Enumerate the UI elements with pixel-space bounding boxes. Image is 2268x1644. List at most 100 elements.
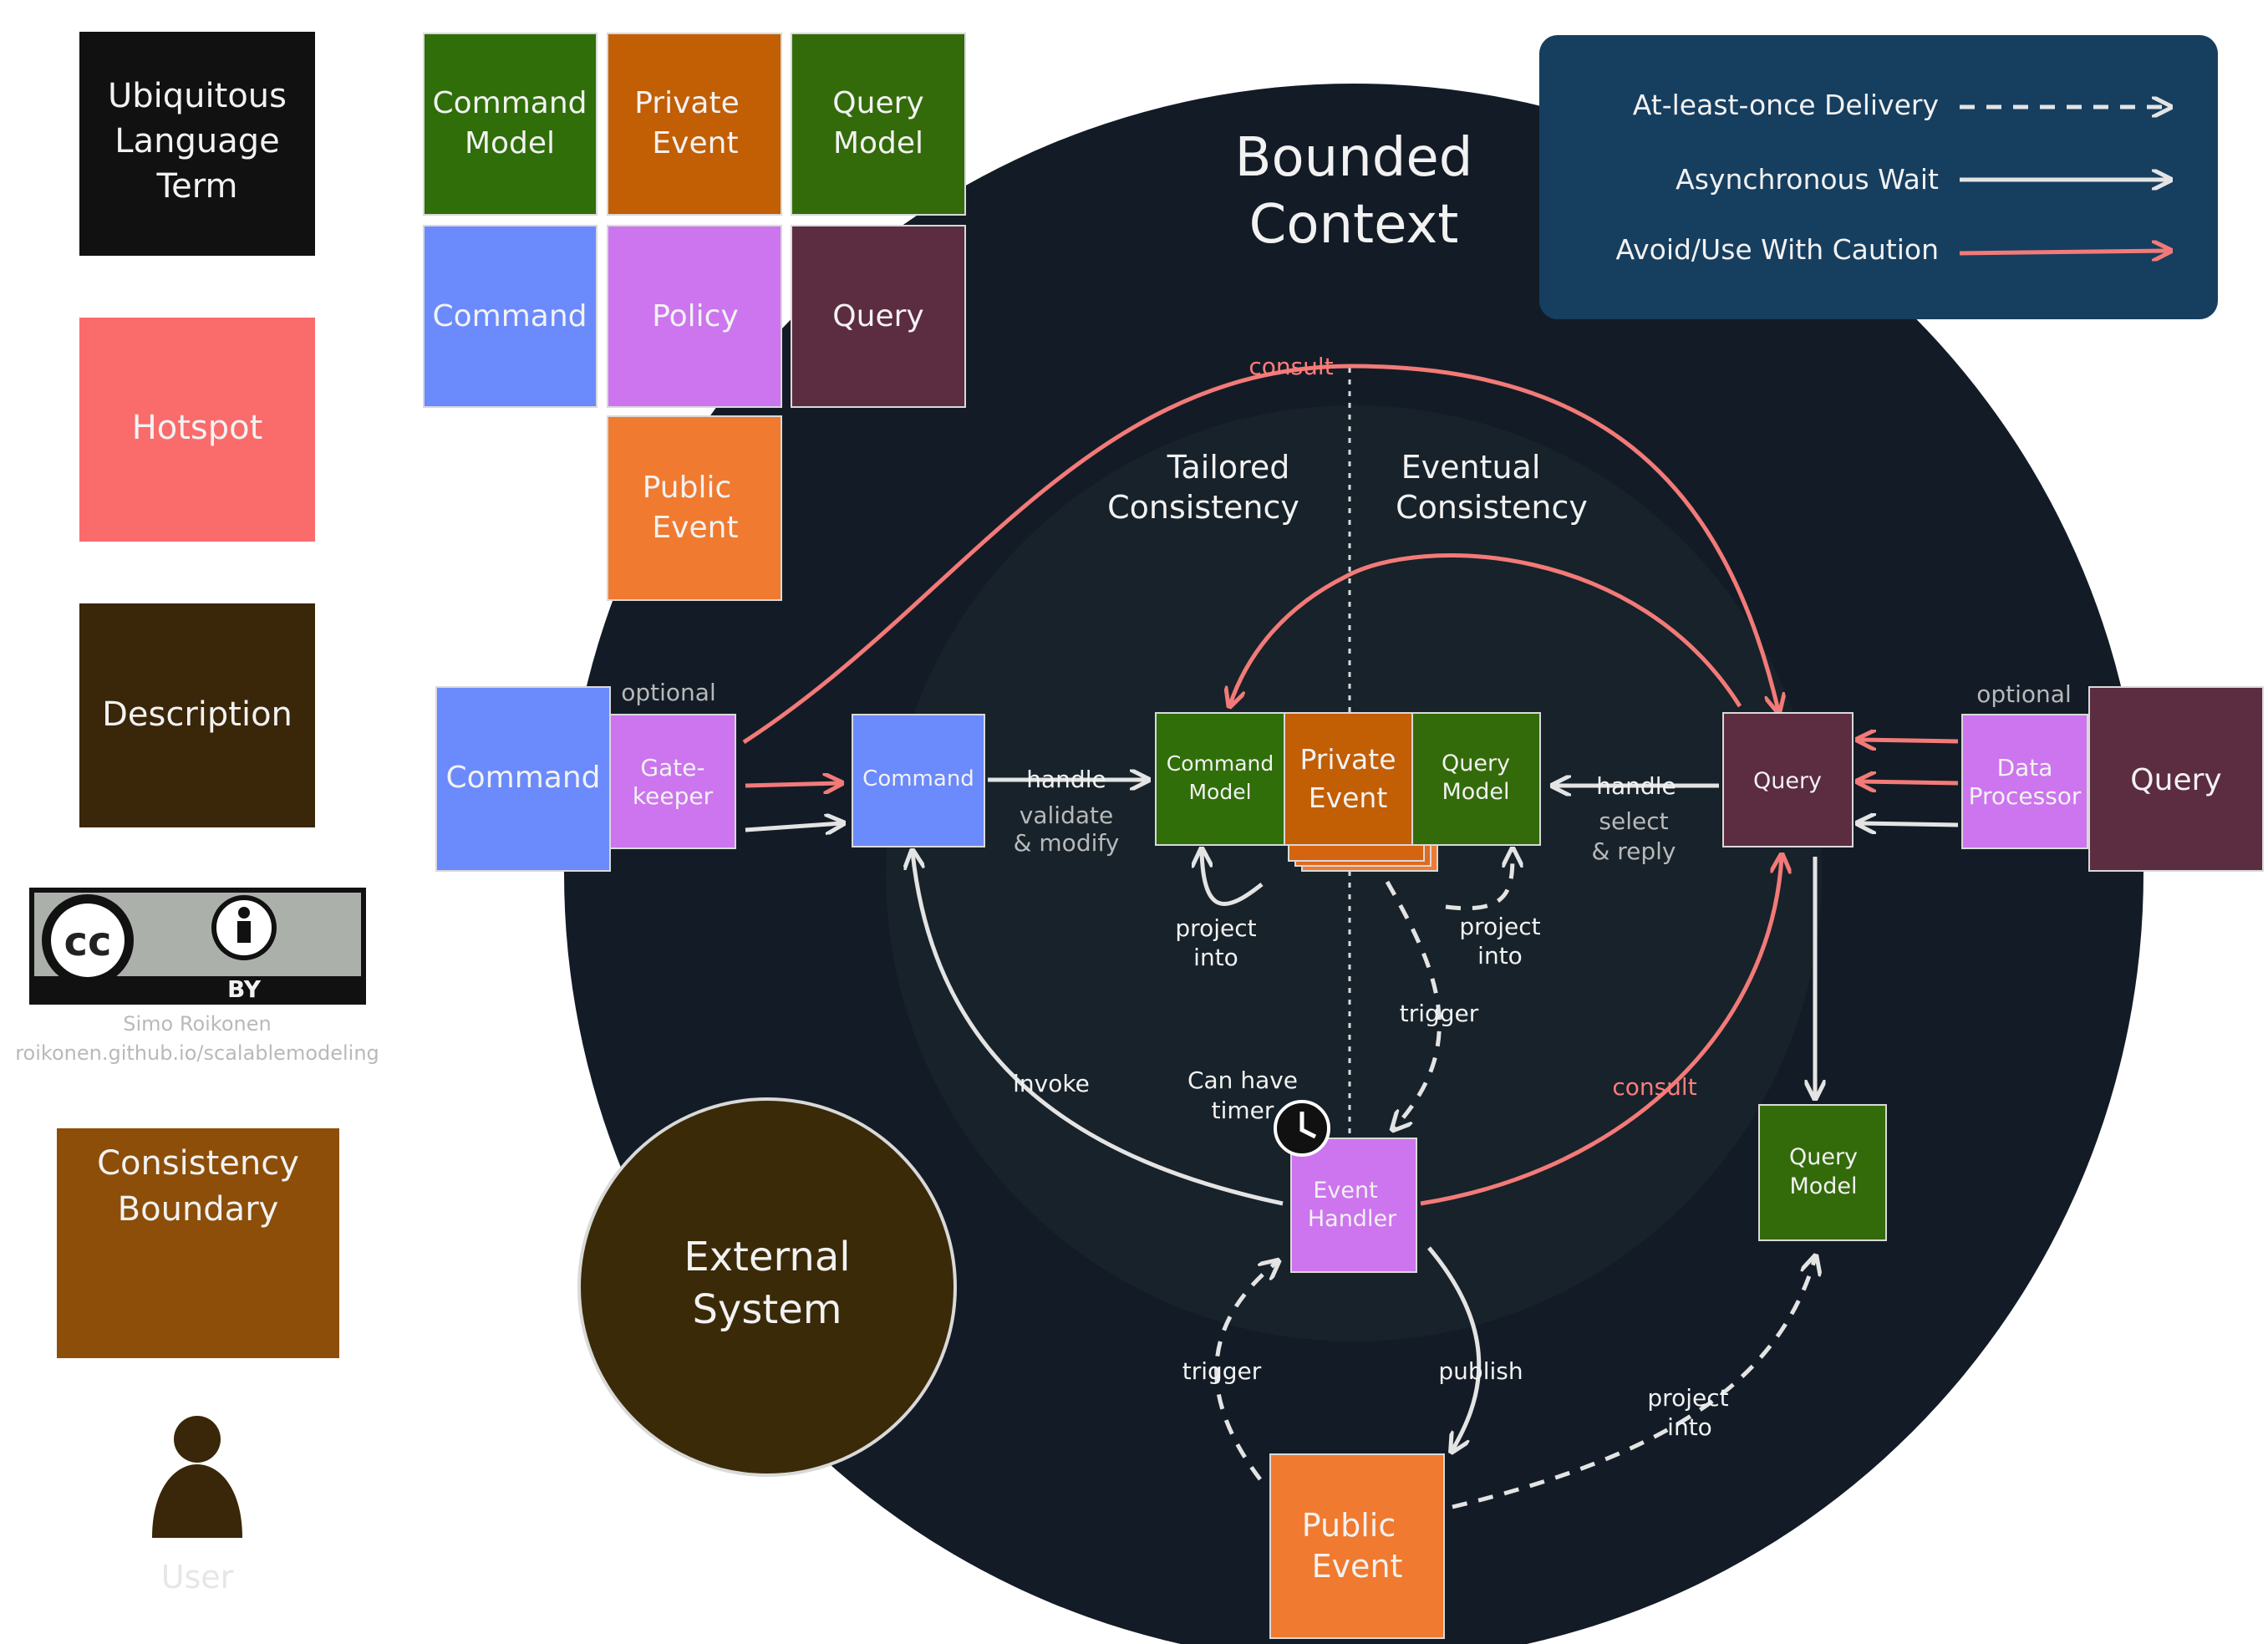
- legend-policy: [607, 225, 782, 408]
- project-bottom-edge: [1452, 1258, 1815, 1509]
- event-handler-node: [1290, 1138, 1417, 1273]
- select-label-1: select: [1599, 807, 1668, 835]
- legend-pink-arrow: [1959, 251, 2169, 253]
- legend-query-model: [791, 33, 966, 216]
- project-left-label-1: project: [1175, 914, 1256, 942]
- legend-grid: Command Model Private Event Query Model …: [423, 33, 966, 601]
- external-system-label-2: System: [693, 1286, 842, 1333]
- legend-hotspot-label: Hotspot: [132, 409, 263, 447]
- project-right-label-1: project: [1459, 913, 1540, 940]
- tailored-consistency-1: Tailored: [1167, 449, 1290, 486]
- command-model-label-1: Command: [1167, 751, 1274, 776]
- author-url: roikonen.github.io/scalablemodeling: [15, 1041, 379, 1065]
- svg-text:Query: Query: [832, 86, 923, 120]
- event-handler-label-1: Event: [1313, 1178, 1377, 1204]
- command-model-label-2: Model: [1188, 780, 1251, 804]
- command-outer-node: [435, 686, 611, 872]
- command-inner-node: [852, 714, 985, 847]
- optional-right-label: optional: [1976, 680, 2071, 708]
- timer-label-1: Can have: [1187, 1066, 1298, 1094]
- data-processor-to-query-2: [1859, 781, 1959, 783]
- legend-at-least-once: At-least-once Delivery: [1633, 89, 1939, 121]
- data-processor-label-2: Processor: [1969, 782, 2082, 810]
- publish-edge: [1427, 1246, 1482, 1450]
- legend-query-label: Query: [832, 299, 923, 333]
- query-model-label-2: Model: [1442, 779, 1509, 805]
- consult-bottom-label: consult: [1612, 1073, 1696, 1101]
- public-event-node: [1269, 1453, 1445, 1639]
- legend-ubiquitous-1: Ubiquitous: [108, 77, 287, 115]
- legend-consistency-1: Consistency: [97, 1144, 299, 1183]
- legend-ubiquitous-term: [79, 32, 315, 256]
- legend-avoid: Avoid/Use With Caution: [1615, 233, 1939, 266]
- trigger-mid-label: trigger: [1400, 1000, 1479, 1027]
- project-bottom-label-2: into: [1667, 1413, 1712, 1441]
- query-model-label-1: Query: [1442, 751, 1510, 776]
- cc-symbol: cc: [64, 919, 112, 965]
- data-processor-node: [1961, 714, 2088, 849]
- handle-left-label: handle: [1026, 766, 1106, 793]
- project-right-label-2: into: [1477, 942, 1523, 970]
- publish-label: publish: [1438, 1357, 1523, 1385]
- legend-command-model: [423, 33, 598, 216]
- query-inner-label: Query: [1753, 768, 1822, 794]
- timer-label-2: timer: [1212, 1097, 1274, 1124]
- query-outer-label: Query: [2130, 763, 2221, 797]
- consistency-inner-circle: [886, 405, 1822, 1341]
- legend-query: [791, 225, 966, 408]
- legend-policy-label: Policy: [652, 299, 739, 333]
- gatekeeper-node: [609, 714, 736, 849]
- eventual-consistency-1: Eventual: [1401, 449, 1541, 486]
- private-event-label-2: Event: [1309, 781, 1388, 814]
- data-processor-to-query-1: [1859, 740, 1959, 741]
- validate-label-2: & modify: [1014, 829, 1120, 857]
- query-model-node: [1411, 712, 1541, 846]
- handle-right-label: handle: [1596, 772, 1676, 800]
- cc-by-badge: cc BY: [29, 888, 366, 1005]
- command-model-node: [1155, 712, 1286, 846]
- project-left-label-2: into: [1193, 944, 1238, 971]
- gatekeeper-label-2: keeper: [633, 782, 714, 810]
- svg-text:Model: Model: [465, 126, 555, 160]
- consult-bottom-edge: [1420, 857, 1782, 1206]
- public-event-label-1: Public: [1302, 1507, 1396, 1544]
- author-name: Simo Roikonen: [123, 1012, 271, 1036]
- legend-hotspot: [79, 318, 315, 542]
- gatekeeper-to-command-white: [745, 823, 842, 830]
- consult-top-edge: [742, 364, 1778, 745]
- query-model-bottom-label-2: Model: [1789, 1173, 1857, 1199]
- event-handler-label-2: Handler: [1308, 1206, 1397, 1232]
- legend-command: [423, 225, 598, 408]
- svg-text:Event: Event: [652, 511, 738, 545]
- legend-async-wait: Asynchronous Wait: [1676, 163, 1939, 196]
- query-model-bottom-label-1: Query: [1789, 1144, 1858, 1170]
- consult-top-label: consult: [1248, 353, 1333, 380]
- trigger-bottom-edge: [1214, 1262, 1277, 1481]
- invoke-label: invoke: [1013, 1070, 1090, 1097]
- timer-clock-icon: [1274, 1100, 1330, 1157]
- public-event-label-2: Event: [1312, 1548, 1403, 1585]
- optional-left-label: optional: [621, 679, 715, 706]
- bounded-context-title-1: Bounded: [1235, 127, 1473, 189]
- gatekeeper-label-1: Gate-: [640, 754, 704, 781]
- legend-description: [79, 603, 315, 827]
- trigger-bottom-label: trigger: [1182, 1357, 1262, 1385]
- user-label: User: [161, 1559, 234, 1596]
- tailored-consistency-2: Consistency: [1107, 489, 1299, 526]
- legend-command-label: Command: [432, 299, 587, 333]
- validate-label-1: validate: [1020, 802, 1113, 829]
- legend-ubiquitous-3: Term: [156, 167, 238, 206]
- bounded-context-title-2: Context: [1249, 194, 1459, 256]
- svg-text:Command: Command: [432, 86, 587, 120]
- external-system-node: [577, 1097, 957, 1477]
- project-left-edge: [1202, 851, 1264, 906]
- query-inner-node: [1722, 712, 1854, 847]
- data-processor-label-1: Data: [1997, 754, 2053, 781]
- command-outer-label: Command: [445, 761, 600, 795]
- select-label-2: & reply: [1592, 837, 1676, 865]
- legend-private-event: [607, 33, 782, 216]
- project-right-edge: [1445, 851, 1513, 911]
- svg-text:Model: Model: [833, 126, 923, 160]
- legend-description-label: Description: [102, 695, 292, 734]
